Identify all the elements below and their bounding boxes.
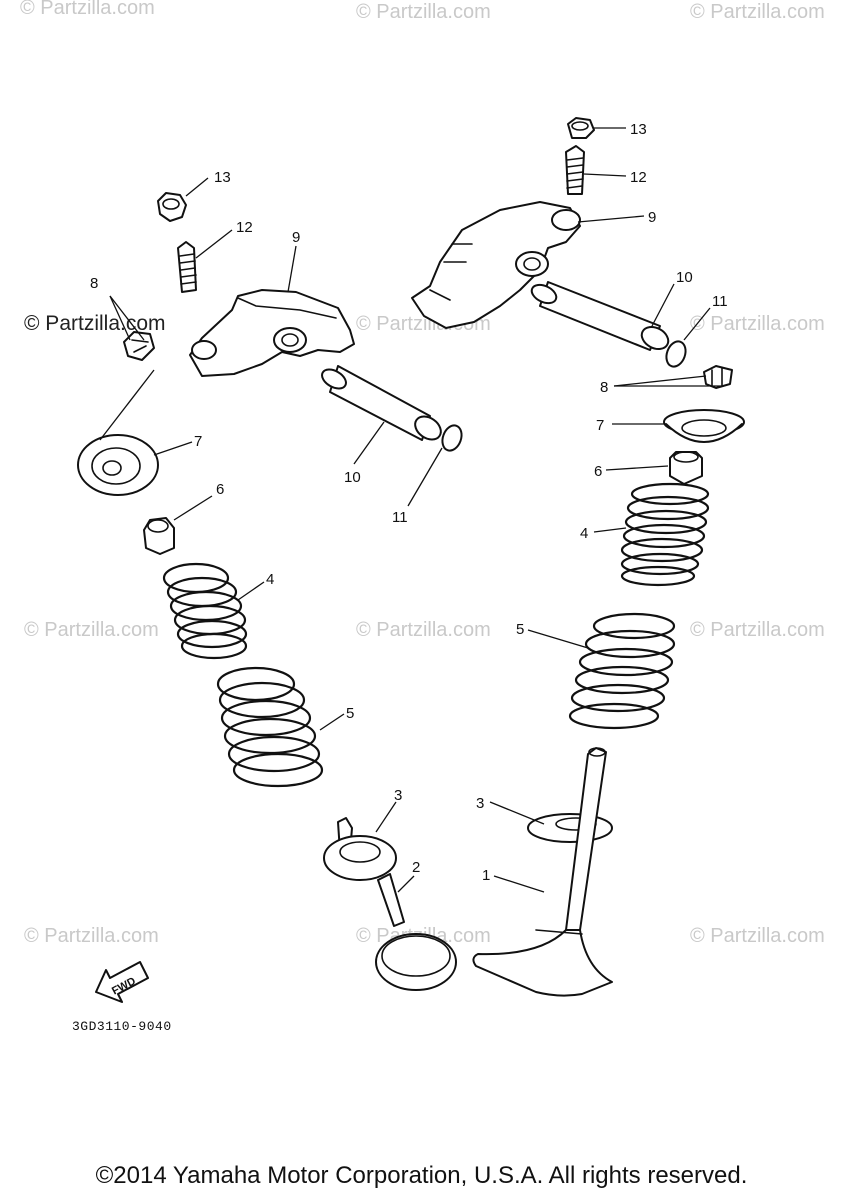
watermarks: © Partzilla.com © Partzilla.com © Partzi…: [20, 0, 825, 947]
callouts: 13 12 9 8 7 6 4 5 10 11 3 2 13 12 9 10 1…: [90, 121, 728, 884]
watermark-dark: © Partzilla.com: [24, 312, 166, 335]
callout-6: 6: [594, 463, 602, 480]
part-3-seat-right: [527, 813, 613, 843]
part-2-valve-left: [375, 873, 457, 991]
watermark: © Partzilla.com: [24, 619, 159, 641]
callout-4: 4: [266, 571, 274, 588]
callout-5: 5: [346, 705, 354, 722]
part-3-seat-left: [323, 817, 397, 881]
part-11-oring-left: [441, 424, 463, 452]
part-8-collet-left: [123, 331, 155, 361]
callout-11: 11: [392, 509, 408, 526]
part-9-rocker-arm-left: [189, 289, 355, 377]
callout-9: 9: [648, 209, 656, 226]
callout-9: 9: [292, 229, 300, 246]
part-7-retainer-right: [663, 409, 745, 443]
part-13-nut-right: [567, 117, 595, 139]
callout-6: 6: [216, 481, 224, 498]
copyright-notice: ©2014 Yamaha Motor Corporation, U.S.A. A…: [95, 1162, 748, 1189]
callout-2: 2: [412, 859, 420, 876]
part-5-spring-outer-left: [216, 666, 324, 788]
watermark: © Partzilla.com: [24, 925, 159, 947]
part-6-seal-right: [669, 451, 703, 485]
part-7-retainer-left: [77, 434, 159, 496]
callout-3: 3: [476, 795, 484, 812]
watermark: © Partzilla.com: [356, 1, 491, 23]
watermark: © Partzilla.com: [690, 619, 825, 641]
callout-7: 7: [596, 417, 604, 434]
part-1-valve-right: [472, 747, 613, 997]
callout-7: 7: [194, 433, 202, 450]
part-13-nut-left: [157, 192, 187, 222]
callout-10: 10: [344, 469, 361, 486]
callout-13: 13: [214, 169, 231, 186]
callout-11: 11: [712, 293, 728, 310]
watermark: © Partzilla.com: [690, 925, 825, 947]
watermark: © Partzilla.com: [690, 1, 825, 23]
part-4-spring-left: [162, 562, 248, 660]
diagram-code: 3GD3110-9040: [72, 1019, 172, 1034]
part-9-rocker-arm-right: [411, 201, 581, 329]
part-12-screw-right: [565, 145, 585, 195]
callout-8: 8: [600, 379, 608, 396]
part-10-shaft-left: [321, 365, 442, 441]
callout-1: 1: [482, 867, 490, 884]
leader-lines: [99, 127, 724, 893]
part-8-collet-right: [703, 365, 733, 389]
callout-12: 12: [236, 219, 253, 236]
callout-5: 5: [516, 621, 524, 638]
callout-12: 12: [630, 169, 647, 186]
part-6-seal-left: [143, 517, 175, 555]
watermark: © Partzilla.com: [356, 619, 491, 641]
part-10-shaft-right: [530, 281, 670, 351]
part-5-spring-outer-right: [568, 612, 676, 730]
part-11-oring-right: [665, 340, 687, 368]
part-12-screw-left: [177, 241, 197, 293]
callout-10: 10: [676, 269, 693, 286]
callout-3: 3: [394, 787, 402, 804]
callout-13: 13: [630, 121, 647, 138]
watermark: © Partzilla.com: [690, 313, 825, 335]
part-4-spring-right: [620, 482, 710, 587]
watermark: © Partzilla.com: [20, 0, 155, 19]
callout-8: 8: [90, 275, 98, 292]
fwd-arrow-icon: FWD: [95, 961, 149, 1003]
callout-4: 4: [580, 525, 588, 542]
